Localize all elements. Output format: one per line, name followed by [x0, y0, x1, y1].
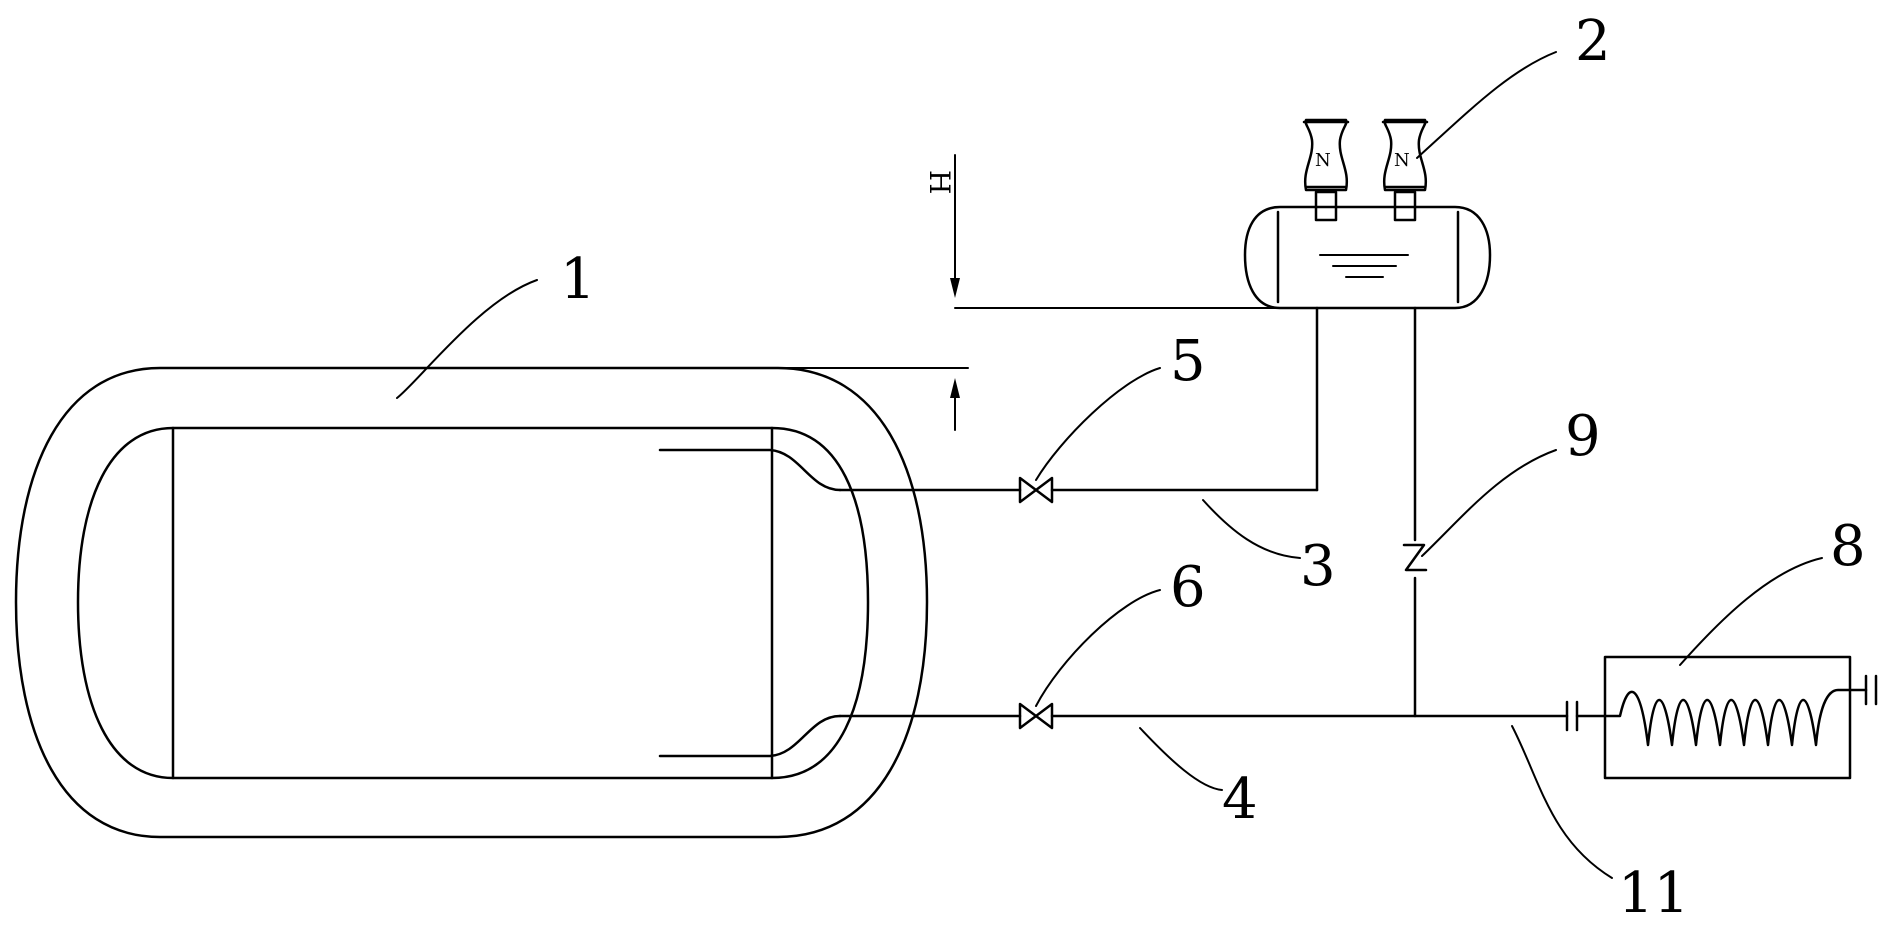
check-valve-9: [1402, 543, 1428, 572]
top-vessel: [1243, 205, 1492, 310]
height-dimension: [777, 154, 1278, 431]
fitting-left: N: [1302, 118, 1350, 222]
label-tank: 1: [560, 247, 596, 312]
main-tank: [14, 366, 929, 839]
heater-box: [1603, 655, 1878, 780]
label-check-valve-9: 9: [1565, 404, 1601, 469]
label-valve-5: 5: [1170, 329, 1206, 394]
label-valve-6: 6: [1170, 555, 1206, 620]
upper-pipe: [838, 306, 1319, 492]
label-pipe-4: 4: [1222, 767, 1258, 832]
inner-dip-pipes: [658, 448, 842, 758]
valve-5: [1018, 476, 1054, 504]
svg-text:N: N: [1394, 150, 1410, 171]
valve-6: [1018, 702, 1054, 730]
label-pipe-3: 3: [1300, 534, 1336, 599]
outlet-flange-left: [1565, 700, 1607, 732]
label-heater-8: 8: [1830, 514, 1866, 579]
height-label: H: [923, 170, 956, 194]
svg-text:N: N: [1315, 150, 1331, 171]
leader-lines: [396, 51, 1823, 879]
label-device: 2: [1575, 9, 1611, 74]
fitting-right: N: [1381, 118, 1429, 222]
label-outlet-11: 11: [1618, 861, 1689, 926]
